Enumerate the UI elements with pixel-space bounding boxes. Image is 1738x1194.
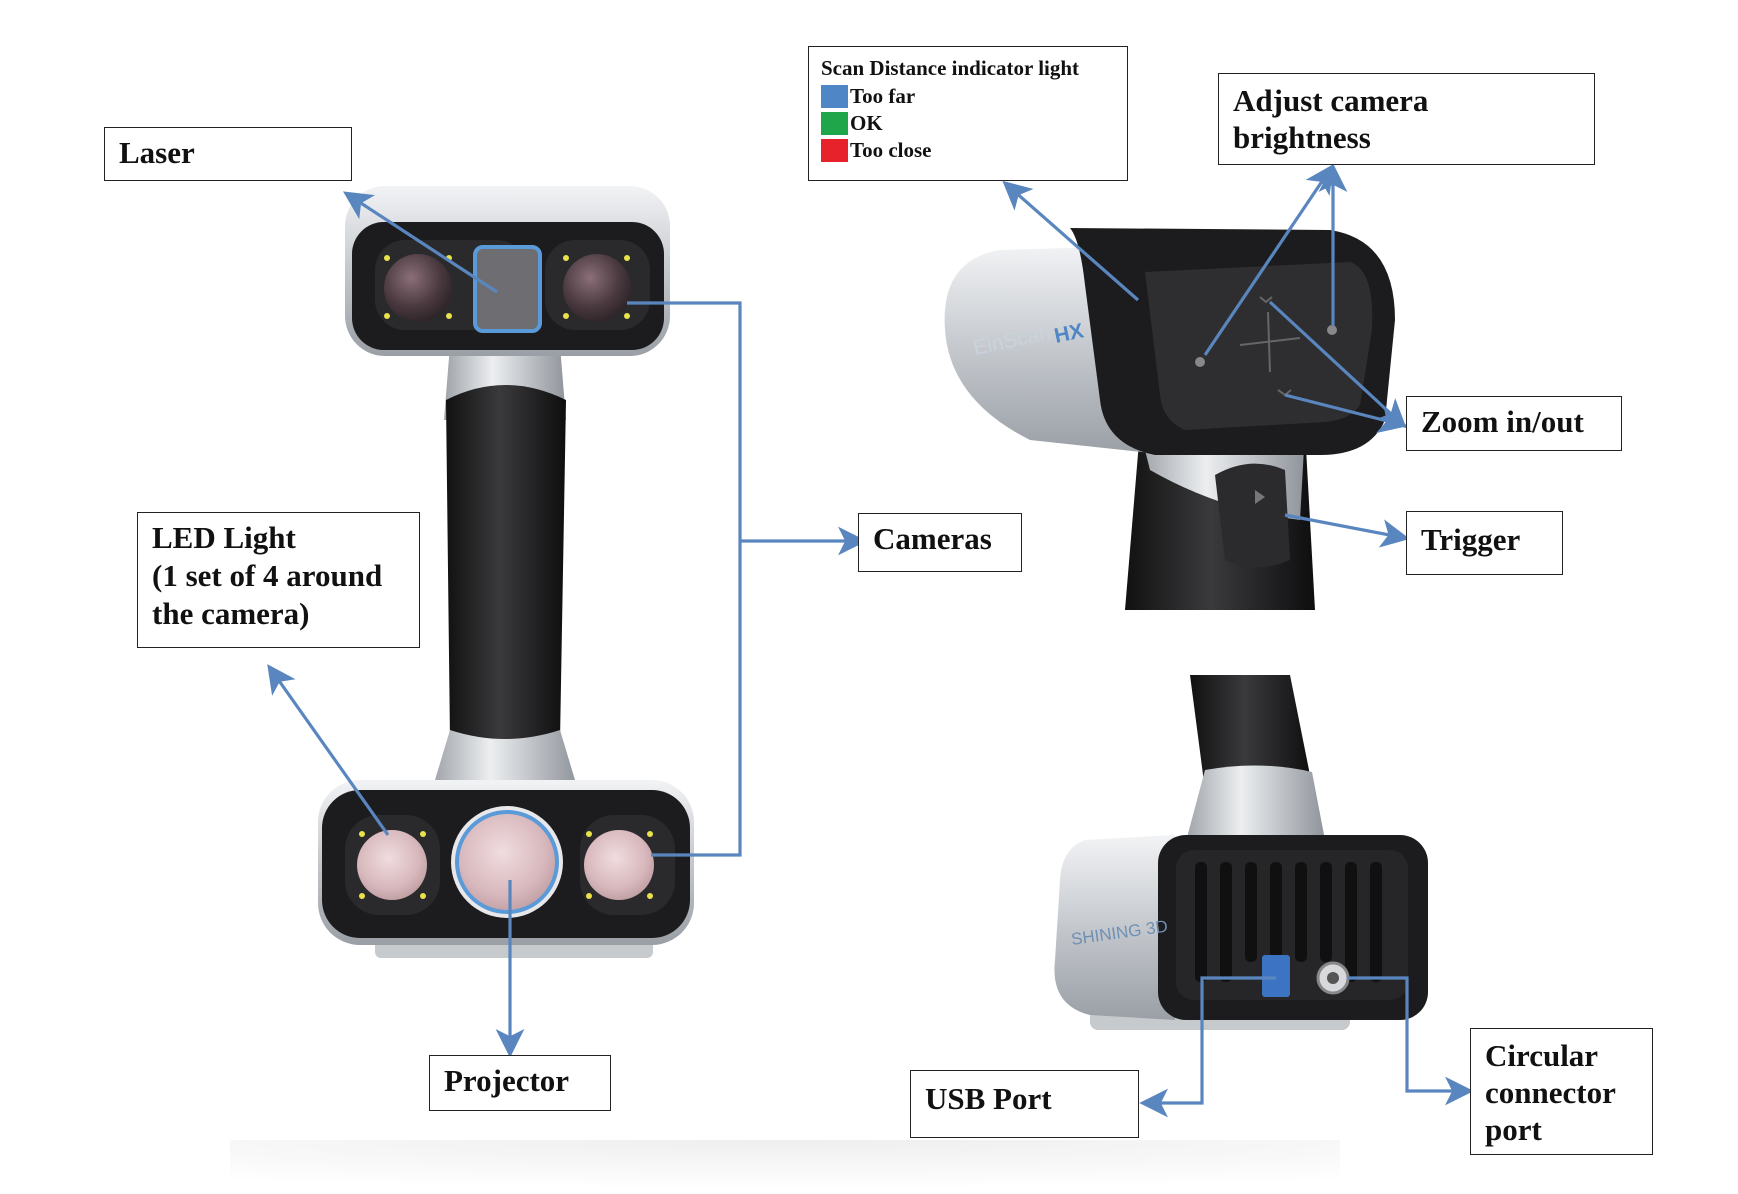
trigger-button: [1215, 463, 1290, 568]
top-led-lights: [384, 255, 630, 319]
label-cameras-text: Cameras: [873, 521, 992, 556]
arrow-zoom-2: [1284, 393, 1408, 434]
bottom-right-camera-lens: [584, 830, 654, 900]
label-zoom: Zoom in/out: [1406, 396, 1622, 451]
legend-title: Scan Distance indicator light: [821, 56, 1080, 80]
laser-window: [473, 245, 542, 333]
label-zoom-text: Zoom in/out: [1421, 404, 1584, 439]
legend-label-too-far: Too far: [850, 84, 916, 108]
label-adjust-brightness: Adjust camera brightness: [1218, 73, 1595, 165]
arrow-scan-distance: [1002, 180, 1140, 302]
legend-swatch-red: [821, 139, 848, 162]
rear-vent-slots: [1195, 862, 1382, 982]
projector-lens: [455, 810, 559, 914]
legend-label-too-close: Too close: [850, 138, 932, 162]
legend-item-too-close: Too close: [821, 137, 1115, 164]
label-led-light-line-2: (1 set of 4 around: [152, 558, 383, 593]
scanner-front-view: [318, 186, 694, 958]
bottom-left-camera-lens: [357, 830, 427, 900]
label-trigger-text: Trigger: [1421, 522, 1521, 557]
label-usb-port: USB Port: [910, 1070, 1139, 1138]
arrow-usb-port: [1139, 976, 1276, 1118]
legend-label-ok: OK: [850, 111, 883, 135]
label-usb-port-text: USB Port: [925, 1081, 1052, 1116]
label-projector: Projector: [429, 1055, 611, 1111]
arrow-circular-port: [1348, 976, 1474, 1106]
label-circular-line-2: connector: [1485, 1075, 1616, 1110]
scanner-back-view: SHINING 3D: [1054, 675, 1428, 1030]
legend-swatch-green: [821, 112, 848, 135]
legend-swatch-blue: [821, 85, 848, 108]
top-right-camera-lens: [563, 254, 631, 322]
label-brightness-line-1: Adjust camera: [1233, 83, 1429, 118]
legend-item-too-far: Too far: [821, 83, 1115, 110]
top-left-camera-lens: [384, 254, 452, 322]
label-led-light-line-3: the camera): [152, 596, 310, 631]
usb-port-graphic: [1262, 955, 1290, 997]
label-circular-port: Circular connector port: [1470, 1028, 1653, 1155]
label-led-light: LED Light (1 set of 4 around the camera): [137, 512, 420, 648]
scan-distance-legend: Scan Distance indicator light Too far OK…: [808, 46, 1128, 181]
arrow-brightness-1: [1203, 164, 1334, 356]
label-brightness-line-2: brightness: [1233, 120, 1371, 155]
arrow-trigger: [1284, 513, 1410, 548]
label-trigger: Trigger: [1406, 511, 1563, 575]
floor-shadow: [230, 1140, 1340, 1194]
arrow-laser: [342, 191, 498, 294]
bottom-led-lights: [359, 831, 653, 899]
arrow-zoom-1: [1268, 300, 1407, 429]
label-circular-line-1: Circular: [1485, 1038, 1599, 1073]
arrow-cameras-bracket: [627, 301, 742, 857]
arrow-led-light: [267, 664, 390, 836]
label-laser-text: Laser: [119, 135, 195, 170]
control-panel: [1145, 262, 1373, 430]
label-circular-line-3: port: [1485, 1112, 1542, 1147]
scanner-side-view: EinScan HX: [944, 228, 1395, 610]
callout-arrows: [267, 163, 1474, 1118]
label-laser: Laser: [104, 127, 352, 181]
legend-item-ok: OK: [821, 110, 1115, 137]
label-cameras: Cameras: [858, 513, 1022, 572]
label-projector-text: Projector: [444, 1063, 570, 1098]
label-led-light-line-1: LED Light: [152, 520, 296, 555]
